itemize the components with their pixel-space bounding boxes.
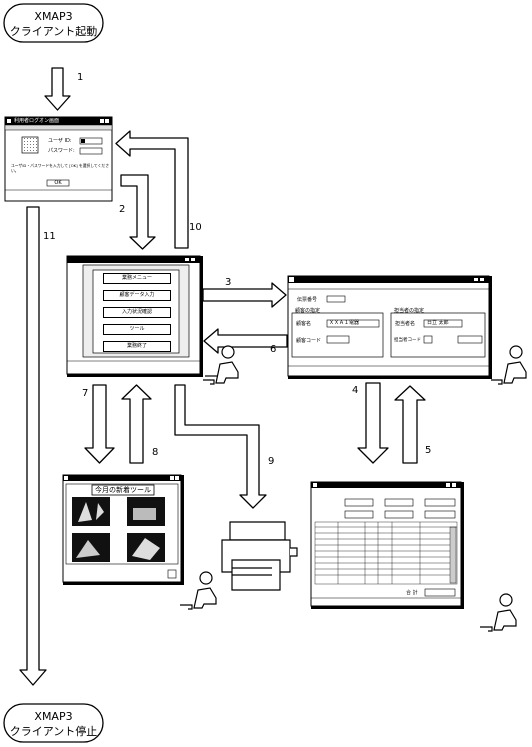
arrow-label-11: 11 — [43, 231, 56, 242]
promo-window — [62, 474, 184, 585]
login-ok-button[interactable]: OK — [54, 180, 62, 186]
arrow-label-2: 2 — [119, 204, 126, 215]
sales-window — [310, 481, 464, 609]
menu-item-3[interactable]: 入力状況確認 — [103, 307, 171, 318]
end-terminal — [3, 703, 104, 743]
order-section-customer: 顧客の指定 — [295, 308, 321, 314]
menu-item-3-label: 入力状況確認 — [121, 309, 152, 315]
order-field-customer-code: 顧客コード — [296, 338, 322, 344]
start-line-1: XMAP3 — [34, 10, 73, 23]
person-icon-2 — [491, 345, 527, 385]
arrow-1 — [44, 67, 71, 111]
order-customer-value[interactable]: ＸＸＡ１電器 — [329, 320, 360, 326]
end-line-1: XMAP3 — [34, 710, 73, 723]
arrow-label-7: 7 — [82, 388, 89, 399]
login-user-label: ユーザ ID: — [48, 138, 72, 144]
printer-icon — [221, 521, 298, 591]
menu-item-2[interactable]: 顧客データ入力 — [103, 290, 171, 301]
arrow-label-9: 9 — [268, 456, 275, 467]
arrow-label-1: 1 — [77, 72, 84, 83]
order-field-order-no: 伝票番号 — [297, 297, 318, 303]
start-terminal-label: XMAP3 クライアント起動 — [6, 9, 101, 39]
start-line-2: クライアント起動 — [9, 25, 98, 38]
order-section-staff: 担当者の指定 — [394, 308, 425, 314]
arrow-7 — [84, 384, 115, 464]
sales-table — [314, 521, 458, 585]
start-terminal — [3, 3, 104, 43]
menu-item-1[interactable]: 業務メニュー — [103, 273, 171, 284]
order-field-staff-code: 担当者コード — [394, 338, 421, 343]
end-terminal-label: XMAP3 クライアント停止 — [6, 709, 101, 739]
end-line-2: クライアント停止 — [9, 725, 98, 738]
login-window — [4, 116, 113, 202]
menu-item-4-label: ツール — [129, 326, 145, 332]
arrow-label-8: 8 — [152, 447, 159, 458]
arrow-label-10: 10 — [189, 222, 202, 233]
sales-total-label: 合 計 — [406, 590, 418, 596]
arrow-label-6: 6 — [270, 344, 277, 355]
arrow-3 — [202, 282, 287, 308]
person-icon-4 — [480, 593, 517, 632]
menu-item-1-label: 業務メニュー — [121, 275, 152, 281]
arrow-2 — [120, 174, 156, 250]
login-password-label: パスワード: — [48, 148, 75, 154]
arrow-5 — [394, 385, 426, 464]
menu-item-4[interactable]: ツール — [103, 324, 171, 335]
arrow-10 — [115, 130, 189, 249]
arrow-4 — [357, 382, 389, 464]
login-title: 利用者ログオン画面 — [14, 118, 60, 124]
order-field-staff-name: 担当者名 — [395, 321, 416, 327]
order-window — [287, 275, 492, 379]
person-icon-1 — [203, 345, 239, 385]
menu-item-5[interactable]: 業務終了 — [103, 341, 171, 352]
arrow-11 — [19, 206, 47, 686]
order-field-customer-name: 顧客名 — [296, 321, 312, 327]
promo-title: 今月の新着ツール — [95, 486, 151, 494]
person-icon-3 — [180, 571, 217, 610]
arrow-label-3: 3 — [225, 277, 232, 288]
menu-items: 業務メニュー 顧客データ入力 入力状況確認 ツール 業務終了 — [103, 273, 171, 358]
promo-photos — [72, 497, 165, 562]
menu-item-5-label: 業務終了 — [126, 343, 147, 349]
order-staff-value[interactable]: 日立 太郎 — [427, 320, 449, 326]
arrow-9 — [174, 384, 267, 509]
menu-item-2-label: 顧客データ入力 — [119, 292, 155, 298]
login-message: ユーザID・パスワードを入力して [OK] を選択してください。 — [11, 163, 110, 173]
arrow-label-5: 5 — [425, 445, 432, 456]
arrow-8 — [121, 384, 152, 464]
arrow-label-4: 4 — [352, 385, 359, 396]
